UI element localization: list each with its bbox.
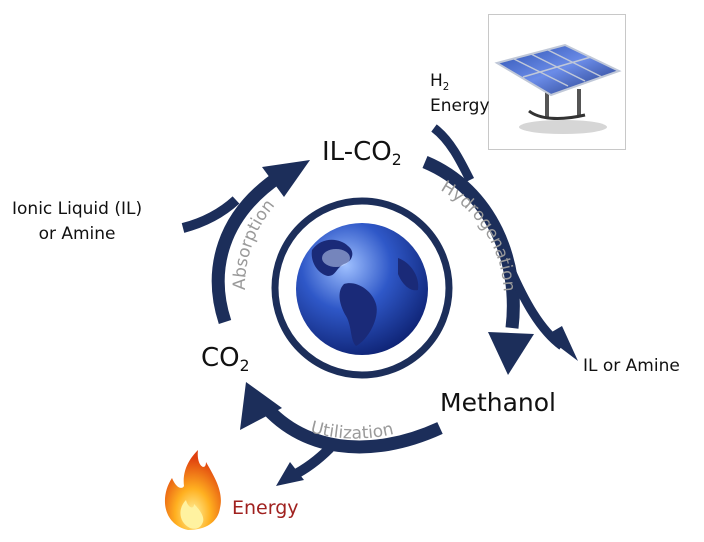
h2-energy-input-arrow	[431, 124, 475, 183]
h2-main: H	[430, 71, 443, 91]
globe-icon	[296, 223, 428, 355]
co2-subscript: 2	[239, 357, 250, 376]
utilization-label: Utilization	[309, 418, 396, 444]
flame-icon	[164, 450, 221, 530]
inner-ring	[271, 197, 453, 379]
solar-panel-image	[488, 14, 626, 150]
il-co2-label: IL-CO2	[322, 137, 402, 170]
ionic-liquid-line1: Ionic Liquid (IL)	[12, 199, 143, 219]
utilization-arrow	[240, 382, 443, 454]
solar-panel-icon	[494, 43, 622, 134]
energy-output-arrow	[276, 444, 334, 486]
h2-energy-line2: Energy	[430, 96, 490, 116]
methanol-label: Methanol	[440, 388, 557, 417]
il-amine-output-arrow	[505, 266, 578, 361]
energy-output-label: Energy	[232, 497, 299, 519]
co2-label: CO2	[201, 343, 250, 376]
ionic-liquid-line2: or Amine	[38, 224, 116, 244]
ionic-liquid-input-arrow	[181, 196, 240, 233]
il-co2-subscript: 2	[391, 151, 402, 170]
h2-energy-label: H2 Energy	[430, 70, 490, 118]
h2-subscript: 2	[442, 81, 450, 93]
hydrogenation-arrow	[422, 156, 534, 375]
co2-main: CO	[201, 343, 240, 373]
ionic-liquid-label: Ionic Liquid (IL) or Amine	[12, 197, 142, 247]
il-or-amine-label: IL or Amine	[583, 356, 680, 376]
absorption-arrow	[211, 160, 310, 325]
il-co2-main: IL-CO	[322, 137, 392, 167]
